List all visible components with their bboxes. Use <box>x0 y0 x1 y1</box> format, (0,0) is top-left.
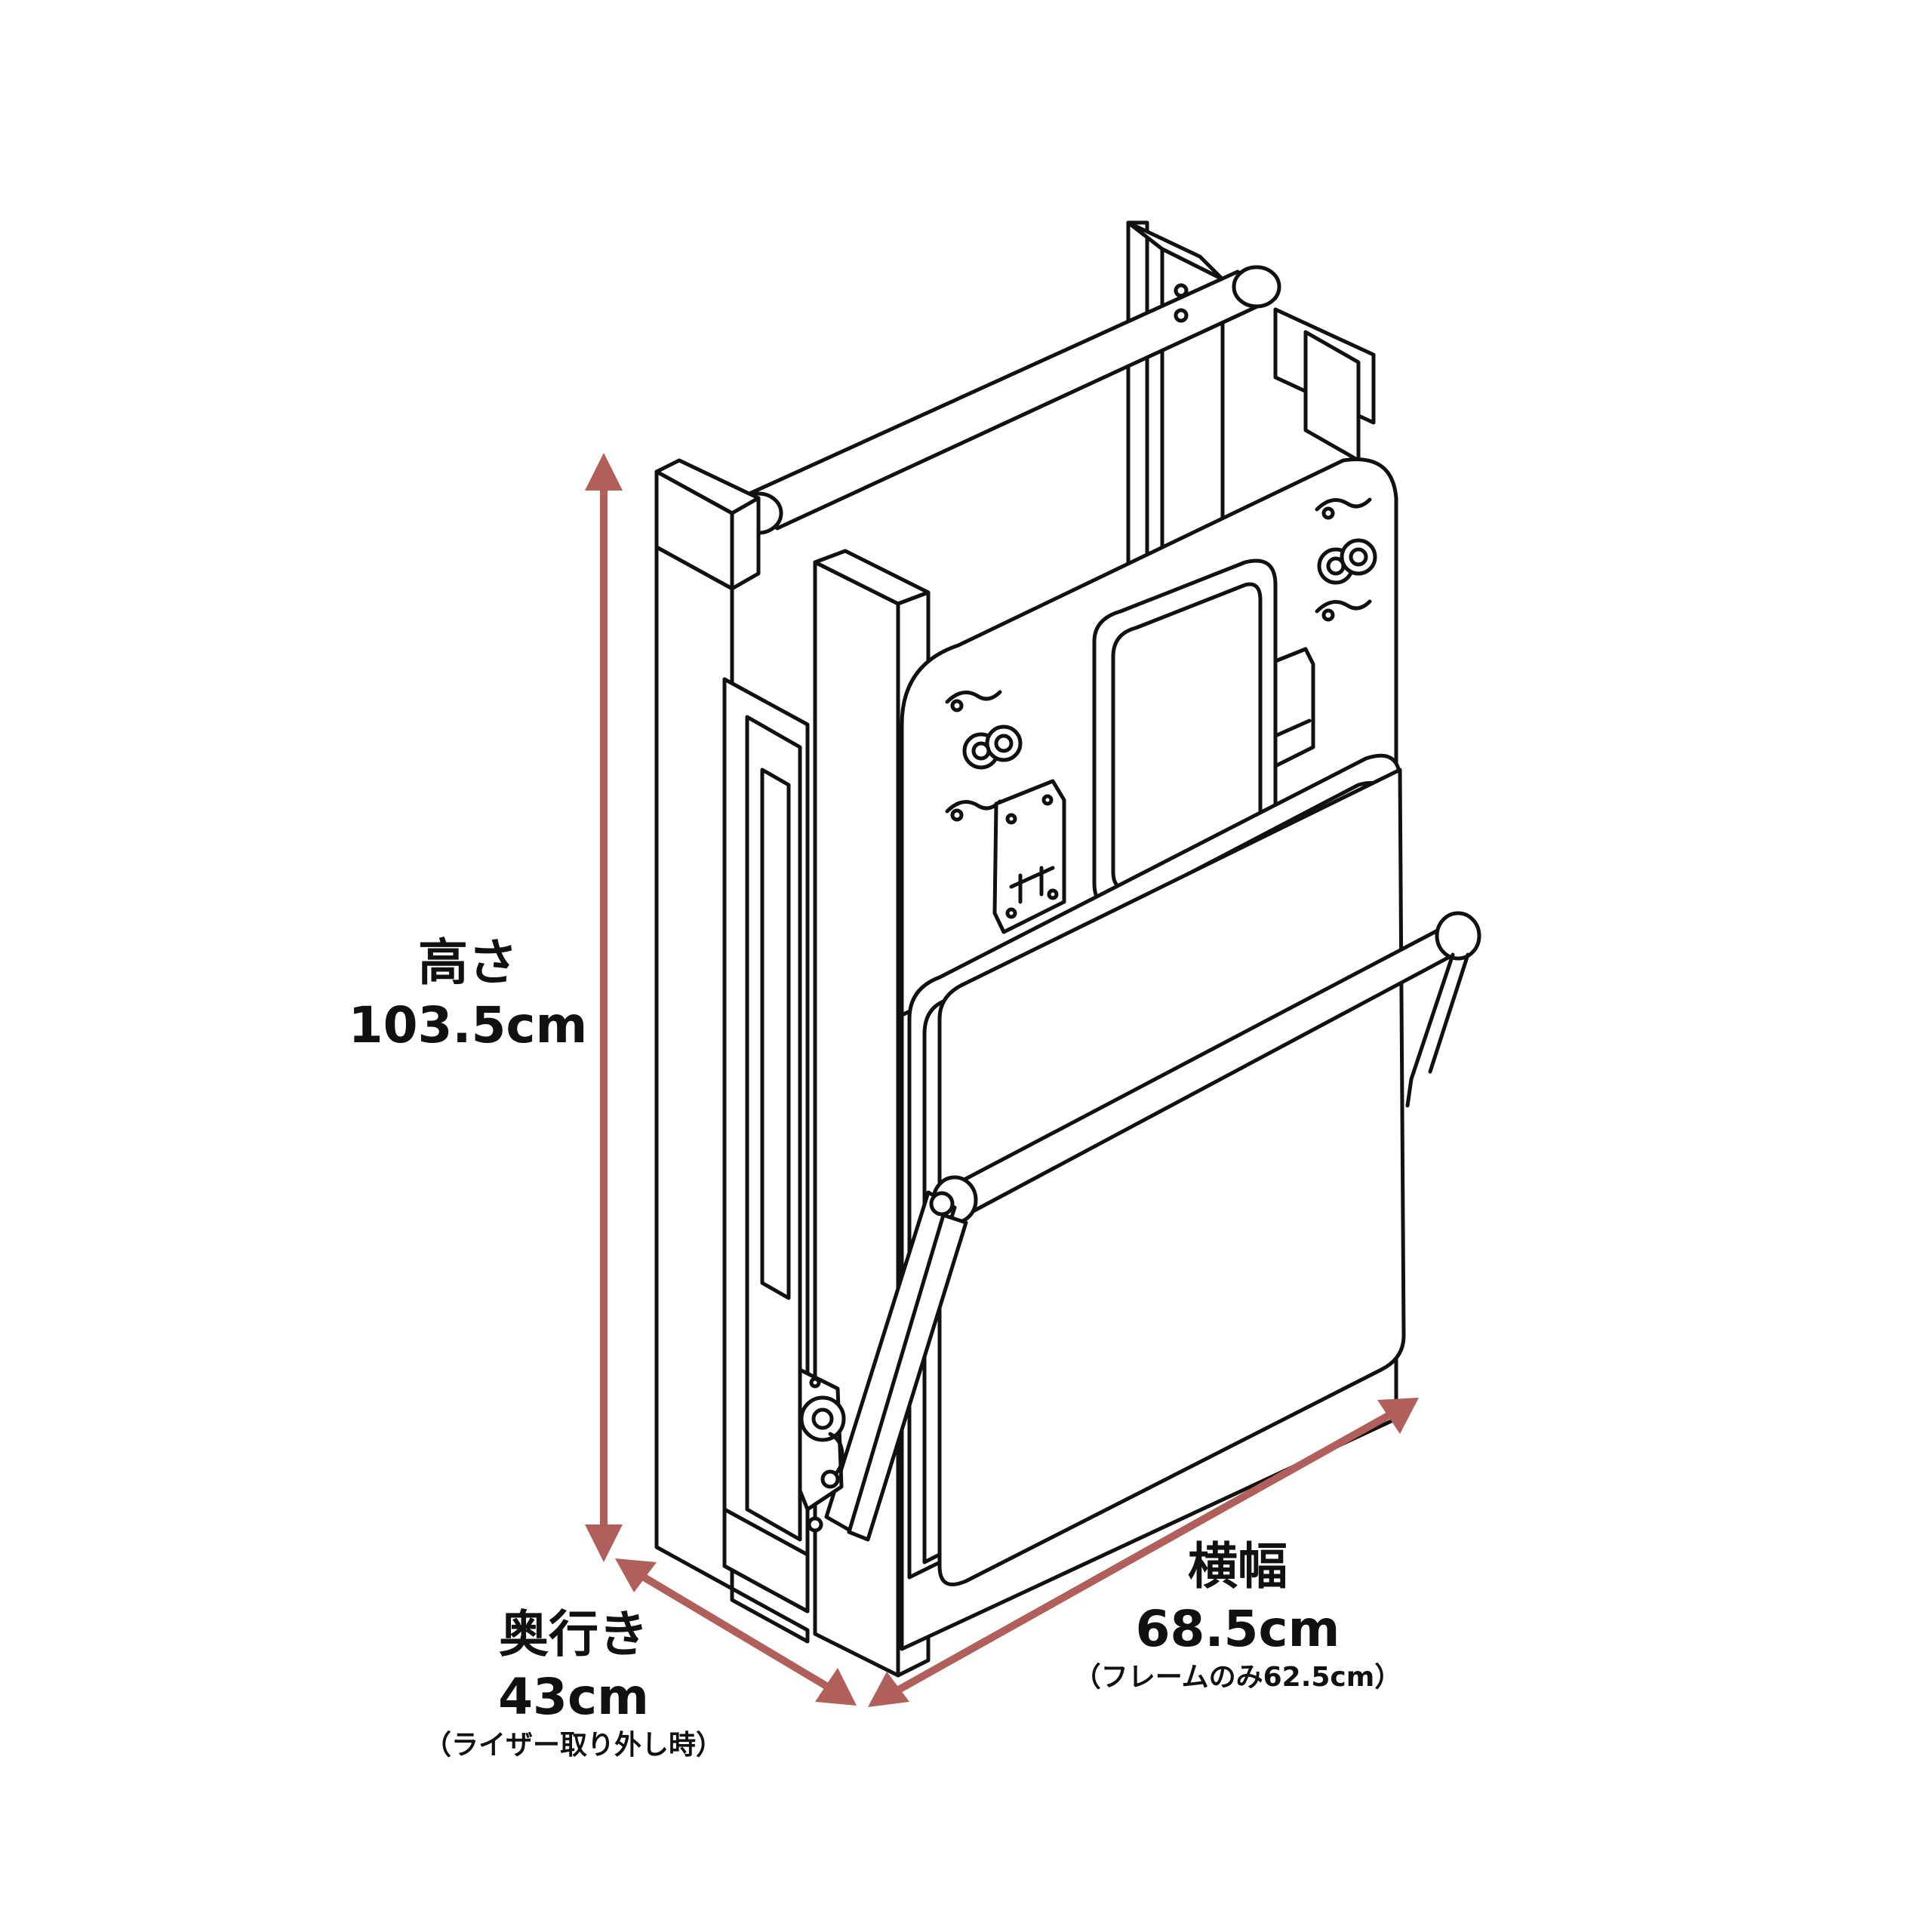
lower-platform <box>937 768 1406 1586</box>
depth-value: 43cm <box>498 1667 649 1726</box>
depth-note: （ライザー取り外し時） <box>423 1730 723 1761</box>
width-note: （フレームのみ62.5cm） <box>1073 1662 1402 1693</box>
height-value: 103.5cm <box>348 995 588 1054</box>
hardware-left <box>945 690 1066 934</box>
depth-label-name: 奥行き <box>499 1605 648 1663</box>
width-label: 横幅 68.5cm （フレームのみ62.5cm） <box>1072 1536 1404 1696</box>
footbar <box>798 911 1481 1542</box>
front-frame-post <box>654 458 931 1678</box>
headrest <box>1092 558 1278 909</box>
width-arrow <box>868 1398 1419 1707</box>
width-value: 68.5cm <box>1135 1599 1340 1658</box>
depth-arrow <box>615 1558 857 1706</box>
width-label-name: 横幅 <box>1188 1537 1287 1595</box>
height-label: 高さ 103.5cm <box>332 932 604 1057</box>
depth-label: 奥行き 43cm （ライザー取り外し時） <box>408 1604 740 1764</box>
height-arrow <box>585 453 623 1562</box>
hardware-right <box>1266 497 1377 768</box>
height-label-name: 高さ <box>418 934 518 992</box>
